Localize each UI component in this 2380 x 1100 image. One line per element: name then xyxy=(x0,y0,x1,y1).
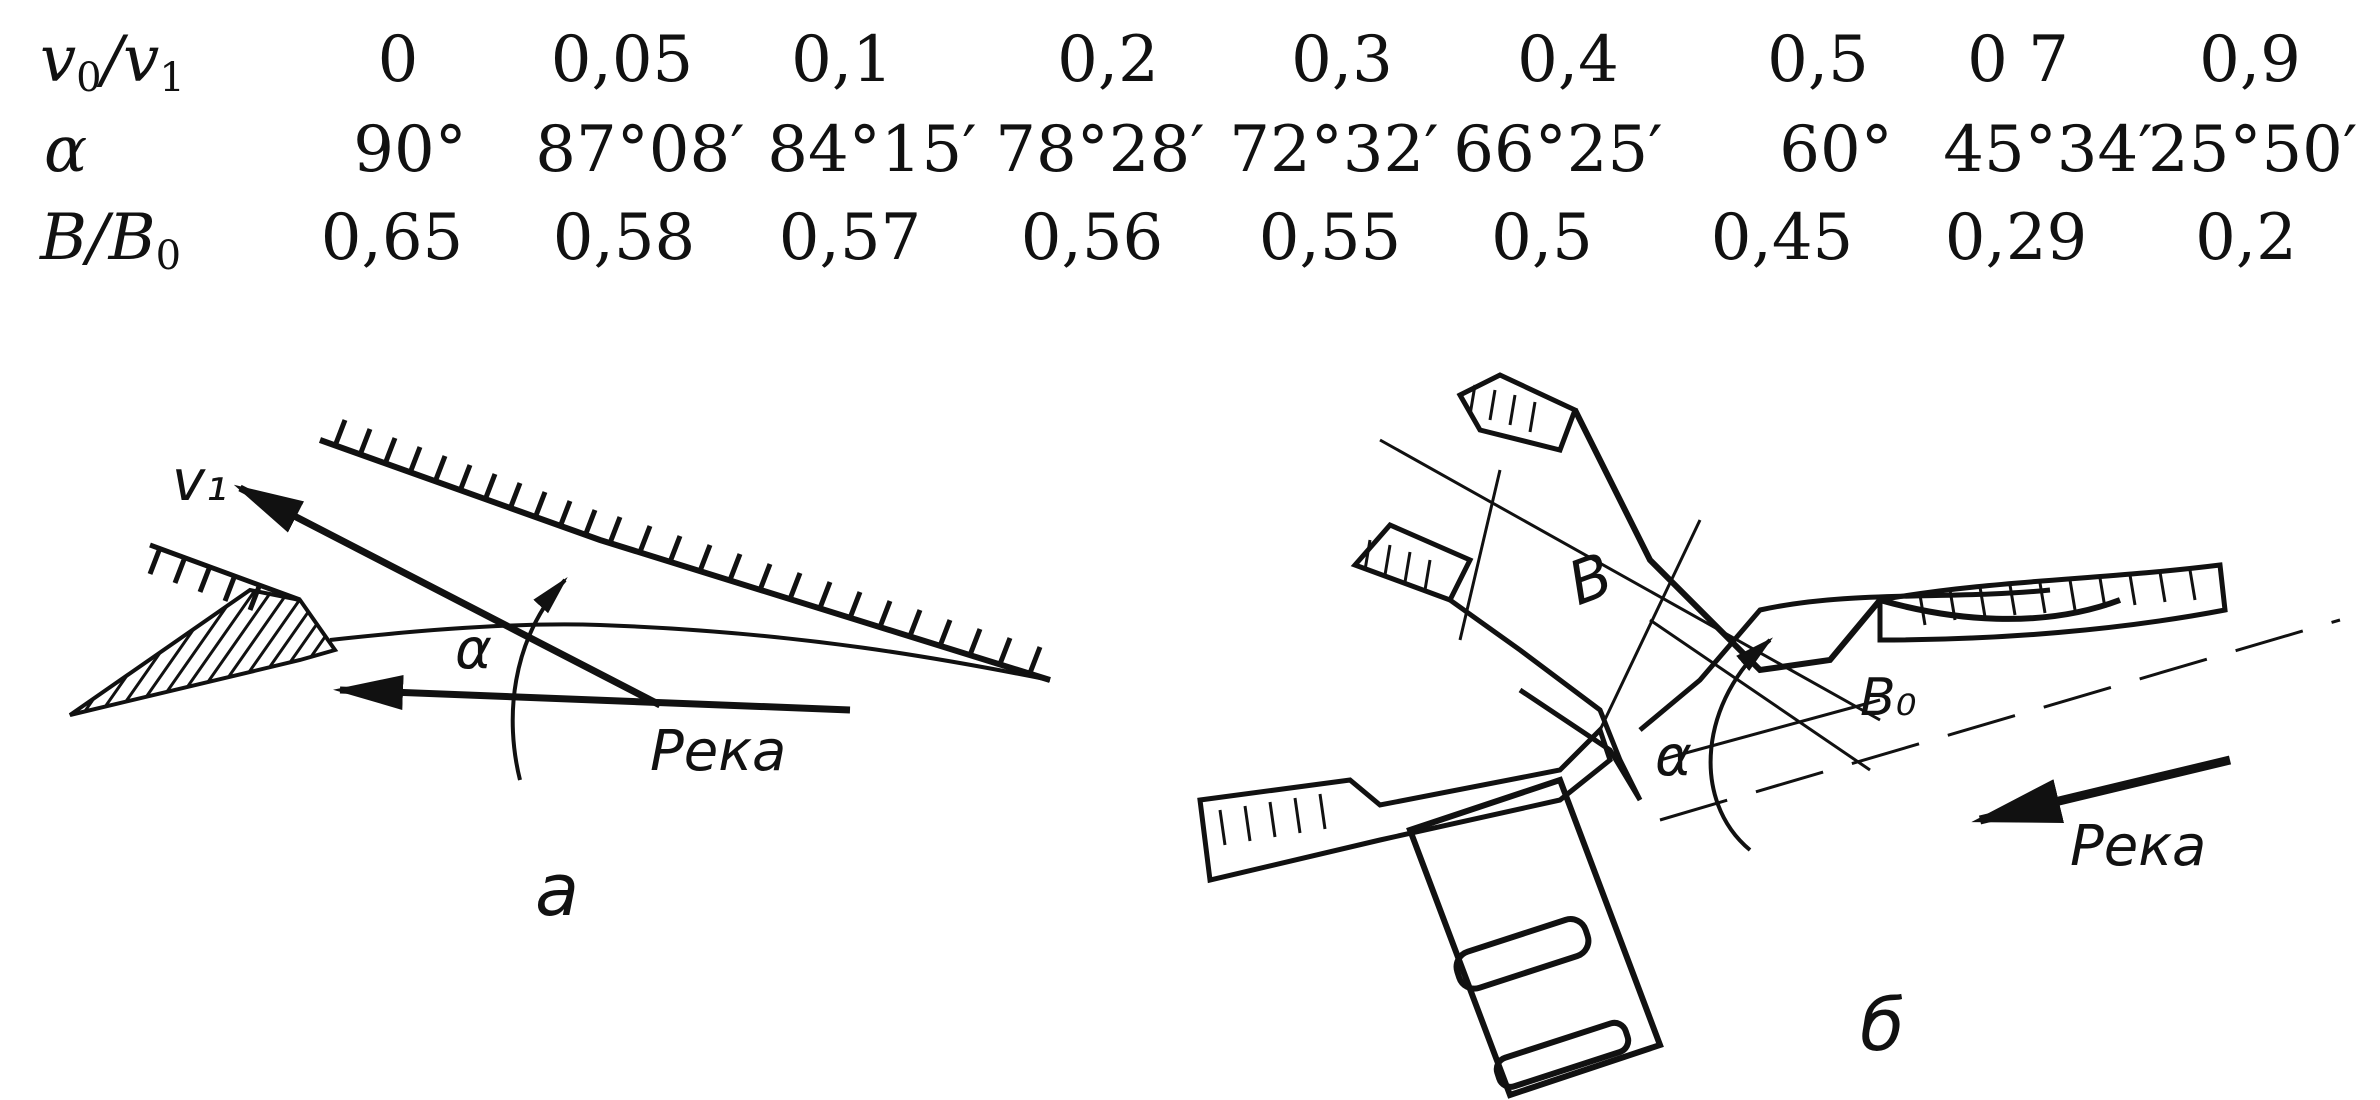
table-cell: 0,2 xyxy=(2195,201,2297,275)
figure-b-bank-mid xyxy=(1350,521,1474,604)
table-cell: 0,29 xyxy=(1944,201,2088,275)
table-cell: 87°08′ xyxy=(535,113,745,187)
figure-b-river-label: Река xyxy=(2070,814,2206,879)
row-label-velocity-ratio: v0/v1 xyxy=(40,28,185,98)
table-cell: 60° xyxy=(1779,113,1893,187)
table-cell: 72°32′ xyxy=(1229,113,1439,187)
figure-b-caption: б xyxy=(1860,983,1904,1067)
figure-a-caption: а xyxy=(535,848,579,932)
table-cell: 0 7 xyxy=(1967,23,2069,97)
table-cell: 78°28′ xyxy=(995,113,1205,187)
figure-a-upper-bank xyxy=(318,419,1051,683)
figure-b-bank-lower-left xyxy=(1197,725,1613,884)
table-cell: 0,5 xyxy=(1767,23,1869,97)
row-label-v: v xyxy=(40,23,77,97)
table-cell: 0,2 xyxy=(1057,23,1159,97)
figure-b-width0-label: B₀ xyxy=(1860,668,1917,728)
figure-a-river-label: Река xyxy=(650,719,786,784)
table-cell: 84°15′ xyxy=(767,113,977,187)
figure-a-river-arrow xyxy=(333,674,851,714)
row-label-sep: /v xyxy=(101,23,160,97)
figure-b-dimension-lines xyxy=(1379,438,2341,822)
figure-a-angle-label: α xyxy=(455,617,492,682)
row-label-sub1: 1 xyxy=(159,55,185,101)
table-cell: 0,3 xyxy=(1291,23,1393,97)
table-cell: 0,56 xyxy=(1020,201,1164,275)
figure-a-flow-line xyxy=(329,622,1051,682)
row-label-sub: 0 xyxy=(155,233,182,279)
figure-a-velocity-arrow xyxy=(233,484,662,709)
table-cell: 0,65 xyxy=(320,201,464,275)
figure-a-diagram: v₁ α Река а xyxy=(68,419,1051,932)
table-cell: 0,57 xyxy=(778,201,922,275)
table-cell: 0 xyxy=(377,23,419,97)
figure-b-bank-top xyxy=(1456,372,1579,453)
figure-b-angle-label: α xyxy=(1655,724,1692,789)
table-cell: 0,58 xyxy=(552,201,696,275)
figure-b-width-label: B xyxy=(1559,540,1622,620)
table-cell: 66°25′ xyxy=(1453,113,1663,187)
figure-b-channel-upper-wall xyxy=(1572,408,2122,674)
figure-b-culvert-slot-lower xyxy=(1493,1019,1632,1090)
figure-b-diagram: B B₀ α Река б xyxy=(1197,372,2341,1099)
parameter-table: v0/v1 0 0,05 0,1 0,2 0,3 0,4 0,5 0 7 0,9… xyxy=(0,0,2380,300)
row-label-width-ratio: B/B0 xyxy=(40,206,181,276)
table-cell: 45°34′ xyxy=(1943,113,2153,187)
table-cell: 0,9 xyxy=(2199,23,2301,97)
table-cell: 0,05 xyxy=(550,23,694,97)
table-cell: 0,1 xyxy=(791,23,893,97)
figure-b-channel-lower-wall xyxy=(1448,597,1643,802)
figure-a-angle-arc xyxy=(510,577,568,781)
figure-b-angle-arc xyxy=(1708,637,1774,852)
table-cell: 25°50′ xyxy=(2148,113,2358,187)
figure-a-left-bank xyxy=(68,542,339,717)
figure-a-velocity-label: v₁ xyxy=(172,449,228,514)
figure-b-river-arrow xyxy=(1971,755,2232,825)
row-label-alpha: α xyxy=(44,113,88,187)
row-label-sub0: 0 xyxy=(76,55,102,101)
table-cell: 0,55 xyxy=(1258,201,1402,275)
table-cell: 0,45 xyxy=(1710,201,1854,275)
figure-b-culvert-slot xyxy=(1453,916,1592,992)
table-cell: 0,4 xyxy=(1517,23,1619,97)
row-label-b: B/B xyxy=(40,201,156,275)
figure-b-bank-right xyxy=(1877,562,2228,643)
table-cell: 0,5 xyxy=(1491,201,1593,275)
table-cell: 90° xyxy=(353,113,467,187)
figure-b-culvert xyxy=(1406,776,1664,1099)
